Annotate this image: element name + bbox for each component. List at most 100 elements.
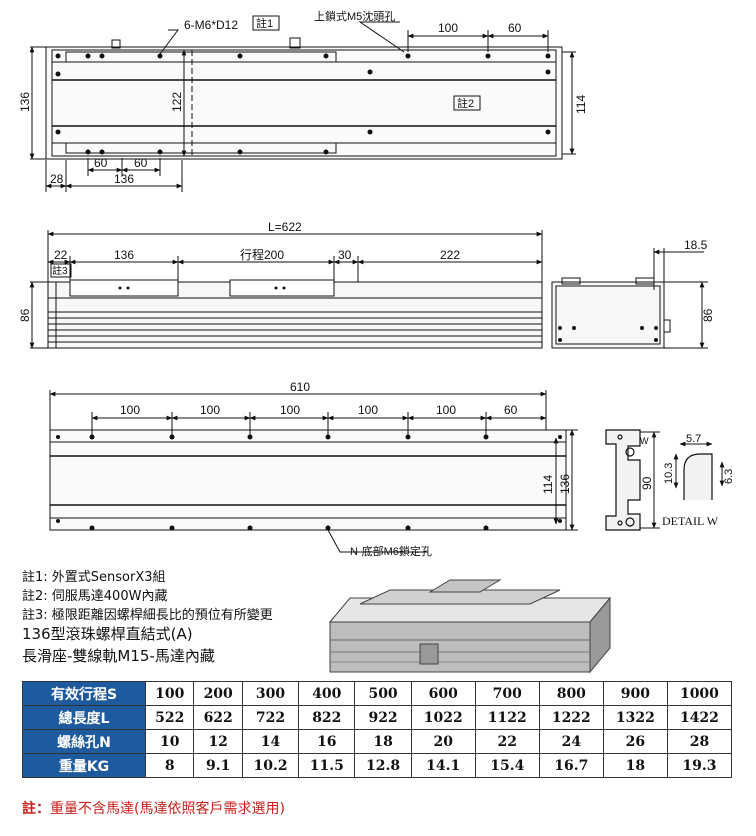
- caption-line1: 136型滾珠螺桿直結式(A): [22, 625, 193, 643]
- table-cell: 800: [538, 681, 604, 706]
- note2-tag: 註2: [457, 97, 474, 110]
- note1-tag: 註1: [256, 17, 273, 30]
- table-cell: 16.7: [538, 753, 604, 778]
- table-cell: 18: [354, 729, 412, 754]
- technical-drawing: 6-M6*D12 註1 上鎖式M5沈頭孔 100 60 136 122 114 …: [18, 9, 735, 674]
- side-dim-30: 30: [338, 248, 352, 262]
- table-cell: 500: [354, 681, 412, 706]
- total-length: L=622: [268, 220, 302, 234]
- dim-114-right: 114: [574, 95, 588, 114]
- note3-tag: 註3: [52, 265, 68, 277]
- table-cell: 14: [241, 729, 300, 754]
- detail-dim-5-7: 5.7: [686, 433, 701, 445]
- base-pitch-6: 60: [504, 403, 518, 417]
- note-3: 註3: 極限距離因螺桿細長比的預位有所變更: [22, 608, 273, 623]
- table-cell: 900: [602, 681, 668, 706]
- table-cell: 300: [241, 681, 300, 706]
- table-row-stroke: 有效行程S 100 200 300 400 500 600 700 800 90…: [22, 681, 733, 706]
- top-dim-60: 60: [508, 21, 522, 35]
- table-cell: 26: [602, 729, 668, 754]
- table-cell: 10.2: [241, 753, 300, 778]
- bottom-dim-136: 136: [114, 172, 134, 186]
- base-pitch-4: 100: [358, 403, 378, 417]
- base-dim-114: 114: [541, 475, 555, 494]
- table-cell: 1222: [538, 705, 604, 730]
- row-label-holes: 螺絲孔N: [22, 729, 146, 754]
- base-pitch-3: 100: [280, 403, 300, 417]
- bottom-dim-60a: 60: [94, 156, 108, 170]
- base-length: 610: [290, 380, 310, 394]
- table-cell: 22: [474, 729, 540, 754]
- base-dim-136: 136: [558, 474, 572, 494]
- table-cell: 28: [666, 729, 733, 754]
- base-pitch-2: 100: [200, 403, 220, 417]
- product-illustration: [328, 579, 612, 674]
- side-dim-22: 22: [54, 248, 68, 262]
- table-cell: 9.1: [193, 753, 243, 778]
- table-cell: 15.4: [474, 753, 540, 778]
- table-row-weight: 重量KG 8 9.1 10.2 11.5 12.8 14.1 15.4 16.7…: [22, 753, 733, 778]
- table-cell: 1422: [666, 705, 733, 730]
- side-dim-136: 136: [114, 248, 134, 262]
- end-view: [551, 248, 708, 349]
- table-cell: 11.5: [298, 753, 356, 778]
- table-cell: 100: [144, 681, 195, 706]
- top-lock-hole-label: 上鎖式M5沈頭孔: [314, 9, 395, 23]
- end-dim-18-5: 18.5: [684, 238, 708, 252]
- table-cell: 1122: [474, 705, 540, 730]
- table-cell: 722: [241, 705, 300, 730]
- side-height-86-left: 86: [18, 308, 32, 322]
- row-label-stroke: 有效行程S: [22, 681, 146, 706]
- table-cell: 622: [193, 705, 243, 730]
- stroke-label: 行程200: [240, 247, 284, 262]
- base-holes-label: N-底部M6鎖定孔: [350, 544, 432, 558]
- table-cell: 200: [193, 681, 243, 706]
- table-cell: 1000: [666, 681, 733, 706]
- caption-line2: 長滑座-雙線軌M15-馬達內藏: [22, 647, 215, 665]
- table-cell: 700: [474, 681, 540, 706]
- top-view: [29, 15, 576, 192]
- top-holes-label: 6-M6*D12: [184, 18, 238, 32]
- footnote-prefix: 註：: [22, 801, 50, 817]
- table-cell: 24: [538, 729, 604, 754]
- end-height-86: 86: [701, 308, 715, 322]
- profile-dim-90: 90: [640, 476, 654, 490]
- table-cell: 10: [144, 729, 195, 754]
- bottom-dim-28: 28: [50, 172, 64, 186]
- base-pitch-5: 100: [436, 403, 456, 417]
- table-cell: 1022: [410, 705, 476, 730]
- profile-letter-w: W: [640, 436, 649, 446]
- detail-dim-6-3: 6.3: [723, 469, 735, 484]
- table-cell: 20: [410, 729, 476, 754]
- top-dim-100: 100: [438, 21, 458, 35]
- footnote-text: 重量不含馬達(馬達依照客戶需求選用): [50, 801, 285, 817]
- spec-table: 有效行程S 100 200 300 400 500 600 700 800 90…: [22, 681, 733, 778]
- base-pitch-1: 100: [120, 403, 140, 417]
- dim-122: 122: [170, 92, 184, 112]
- row-label-length: 總長度L: [22, 705, 146, 730]
- detail-w: [673, 441, 725, 500]
- detail-dim-10-3: 10.3: [663, 463, 675, 484]
- table-cell: 1322: [602, 705, 668, 730]
- table-cell: 18: [602, 753, 668, 778]
- row-label-weight: 重量KG: [22, 753, 146, 778]
- table-cell: 12.8: [354, 753, 412, 778]
- table-cell: 8: [144, 753, 195, 778]
- base-view: [49, 390, 578, 553]
- side-view: [29, 230, 543, 349]
- table-cell: 922: [354, 705, 412, 730]
- table-cell: 400: [298, 681, 356, 706]
- side-dim-222: 222: [440, 248, 460, 262]
- table-cell: 16: [298, 729, 356, 754]
- detail-label: DETAIL W: [662, 514, 719, 528]
- note-2: 註2: 伺服馬達400W內藏: [22, 589, 168, 604]
- table-row-holes: 螺絲孔N 10 12 14 16 18 20 22 24 26 28: [22, 729, 733, 754]
- note-1: 註1: 外置式SensorX3組: [22, 570, 166, 585]
- table-cell: 600: [410, 681, 476, 706]
- table-cell: 522: [144, 705, 195, 730]
- table-cell: 12: [193, 729, 243, 754]
- dim-136-left: 136: [18, 92, 32, 112]
- table-cell: 19.3: [666, 753, 733, 778]
- table-cell: 822: [298, 705, 356, 730]
- profile-section: [605, 429, 660, 531]
